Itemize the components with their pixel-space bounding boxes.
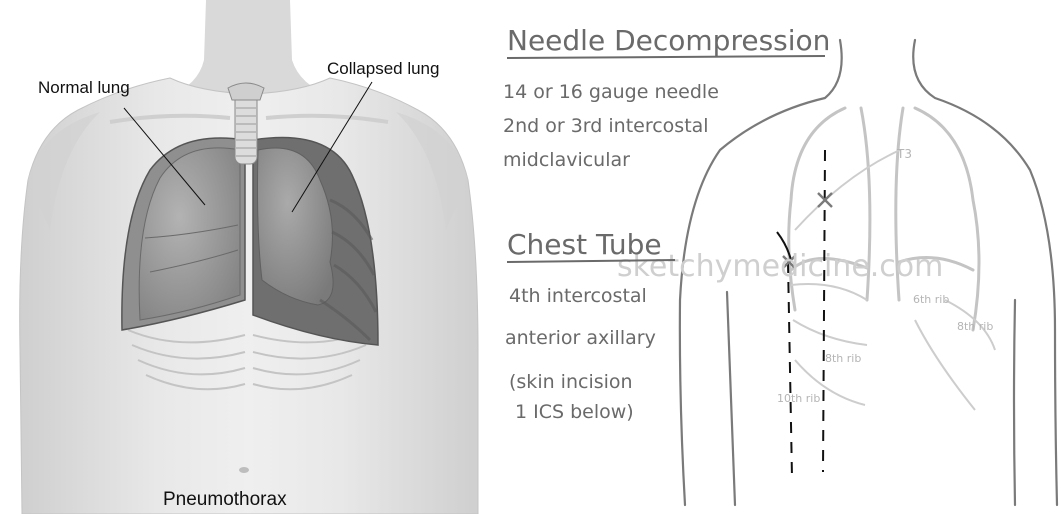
- tube-line-3: (skin incision: [509, 371, 633, 393]
- tube-line-1: 4th intercostal: [509, 285, 647, 307]
- left-arm-contour: [727, 292, 735, 505]
- right-arm-contour: [1014, 300, 1015, 505]
- label-normal-lung: Normal lung: [38, 78, 130, 97]
- larynx: [228, 83, 264, 100]
- needle-line-1: 14 or 16 gauge needle: [503, 81, 719, 103]
- rib-label-8-left: 8th rib: [825, 352, 861, 365]
- rib-label-8-right: 8th rib: [957, 320, 993, 333]
- rib-upper-1: [795, 150, 900, 230]
- sketch-drawing: T3 6th rib 8th rib 8th rib 10th rib sket…: [495, 0, 1062, 514]
- torso-drawing: Normal lung Collapsed lung Pneumothorax: [0, 0, 495, 514]
- rib-lower-2: [793, 320, 867, 345]
- rib-lower-1: [791, 284, 867, 300]
- rib-right-1: [915, 320, 975, 410]
- needle-title: Needle Decompression: [507, 24, 830, 57]
- neck: [170, 0, 330, 95]
- caption: Pneumothorax: [163, 489, 287, 510]
- rib-label-t3: T3: [896, 147, 912, 161]
- label-collapsed-lung: Collapsed lung: [327, 59, 439, 78]
- lungs-outline: [789, 108, 979, 330]
- rib-label-10: 10th rib: [777, 392, 820, 405]
- rib-label-6: 6th rib: [913, 293, 949, 306]
- needle-line-2: 2nd or 3rd intercostal: [503, 115, 709, 137]
- needle-line-3: midclavicular: [503, 149, 630, 171]
- watermark: sketchymedicine.com: [617, 249, 943, 284]
- tube-line-4: 1 ICS below): [515, 401, 634, 423]
- procedure-sketch: T3 6th rib 8th rib 8th rib 10th rib sket…: [495, 0, 1062, 514]
- pneumothorax-illustration: Normal lung Collapsed lung Pneumothorax: [0, 0, 495, 514]
- navel: [239, 467, 249, 473]
- tube-line-2: anterior axillary: [505, 327, 656, 349]
- tube-title: Chest Tube: [507, 228, 662, 261]
